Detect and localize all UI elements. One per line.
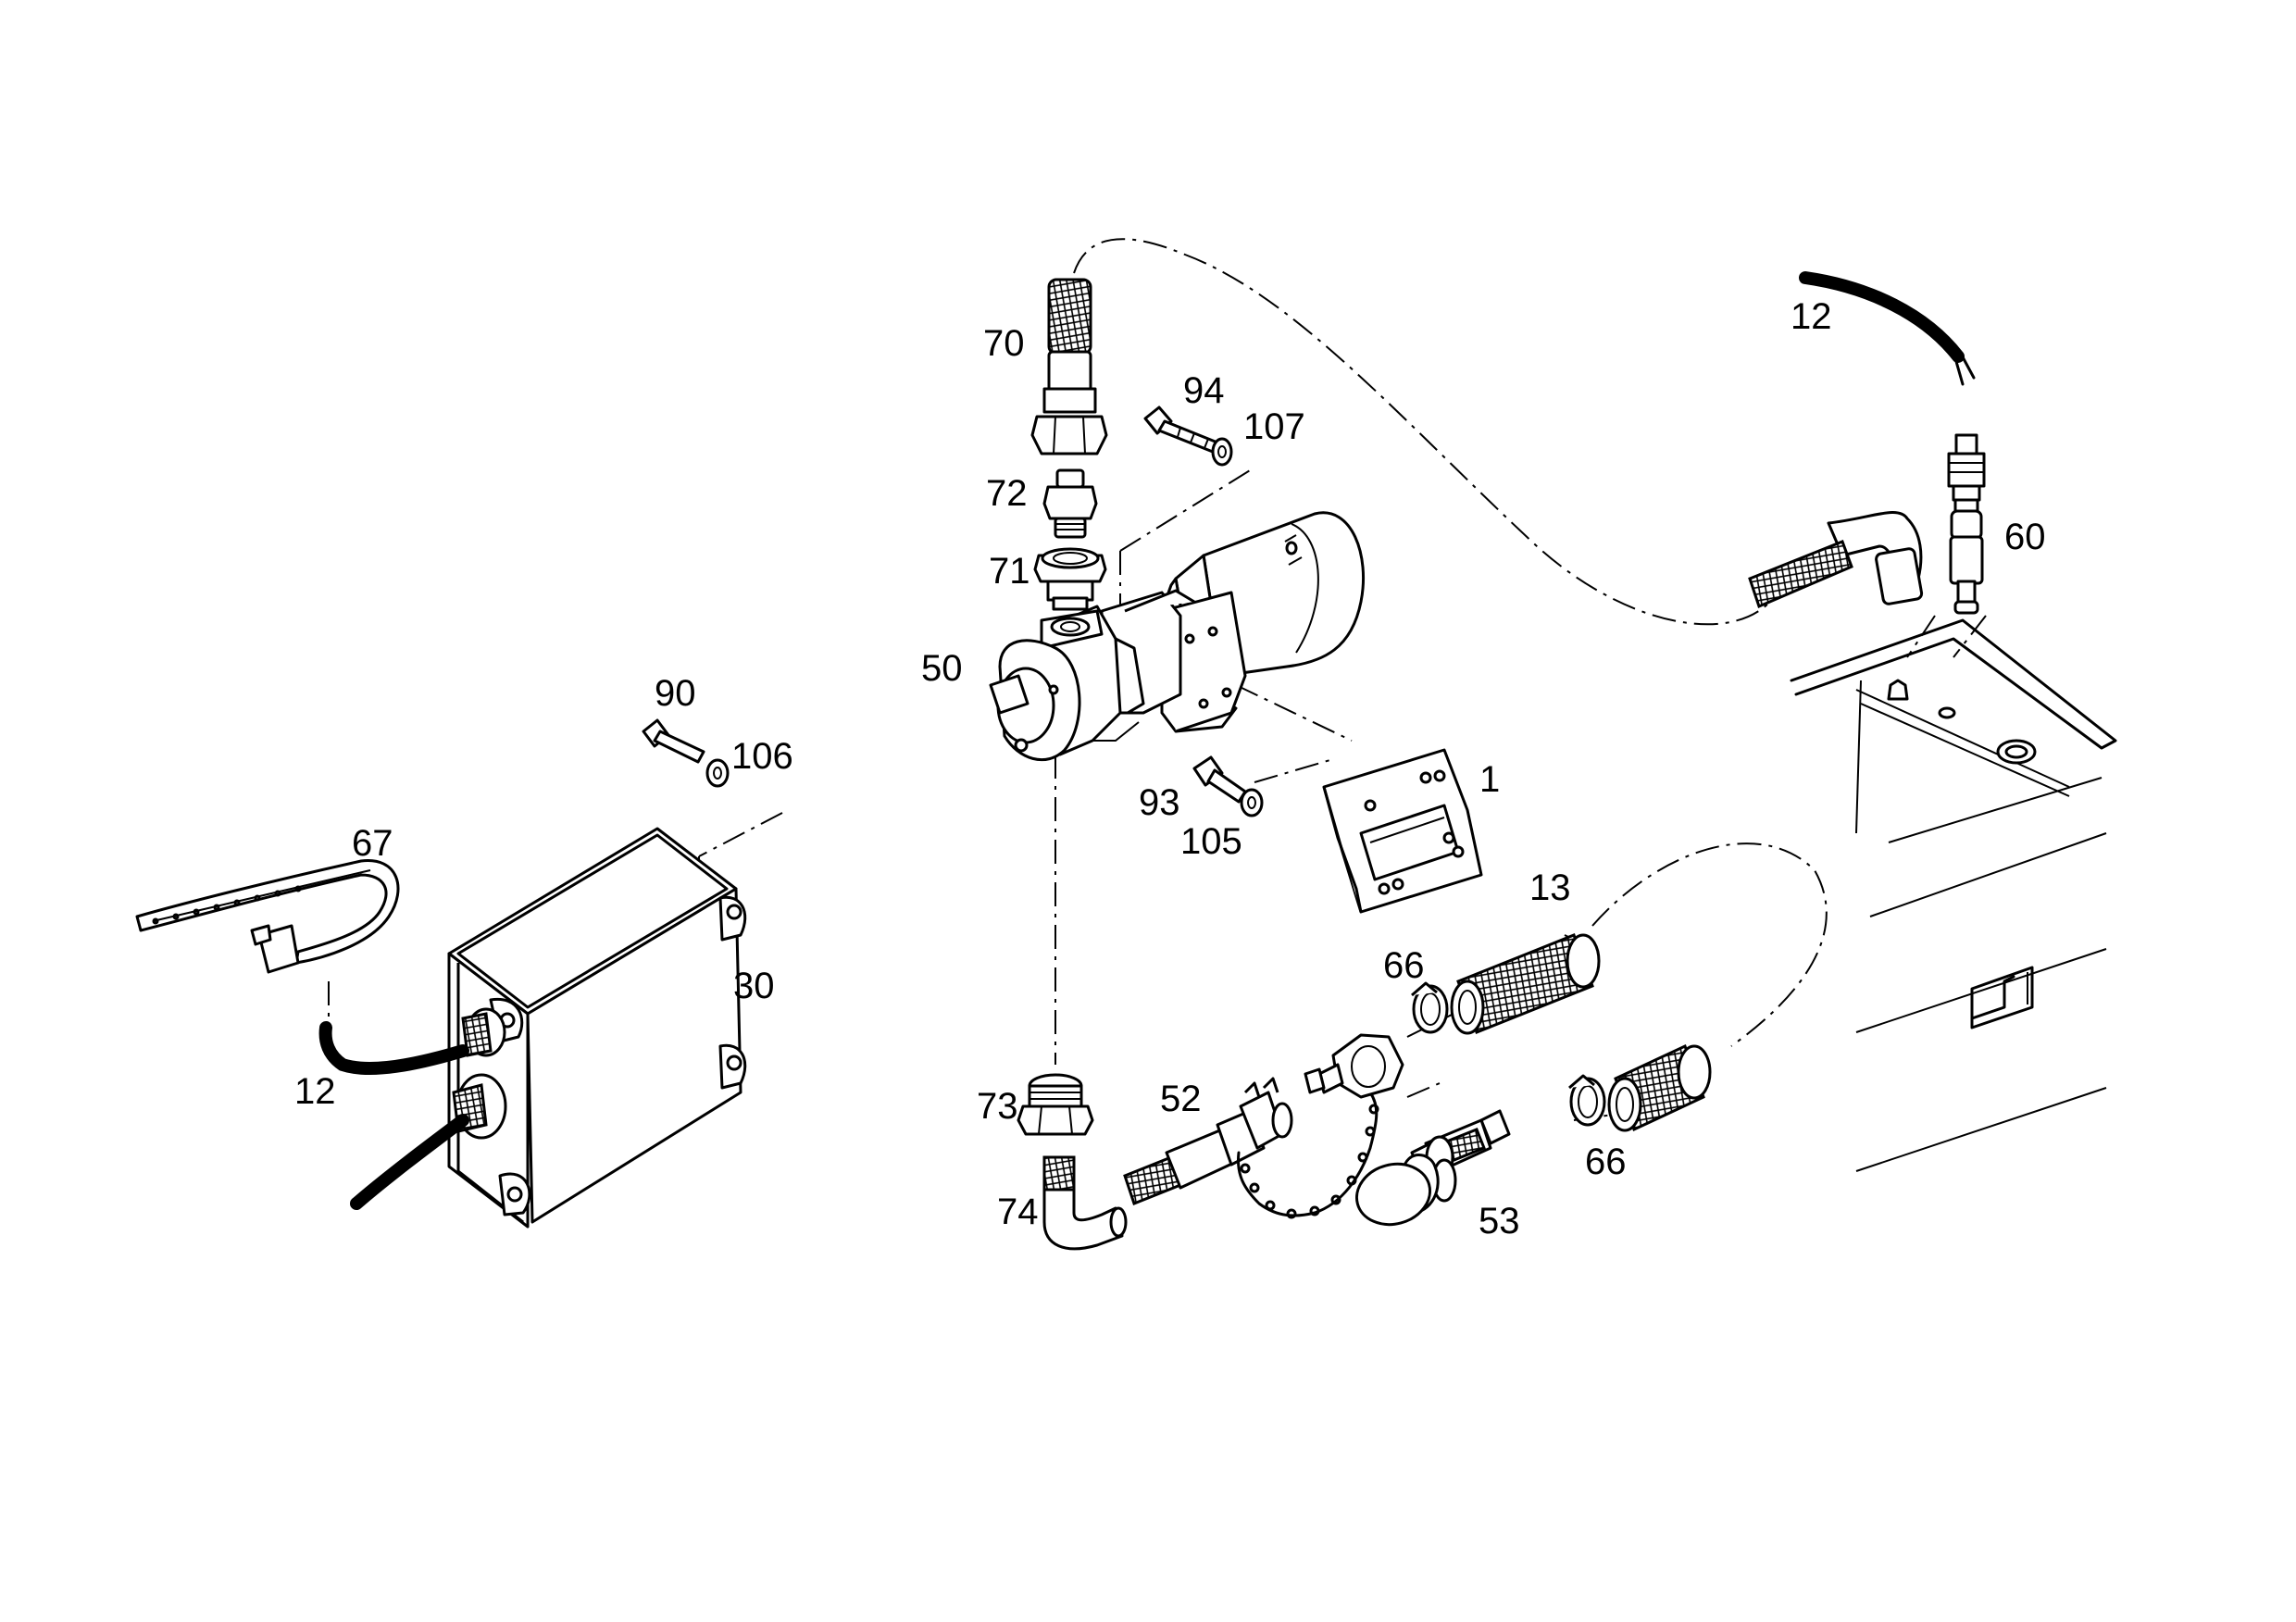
label-60: 60 [2004,517,2046,557]
label-13: 13 [1529,867,1571,908]
label-94: 94 [1183,370,1225,411]
cable-12-top [1799,271,1976,386]
label-106: 106 [731,736,793,777]
part-67-cable-tie [135,859,400,974]
label-105: 105 [1180,821,1242,862]
label-107: 107 [1243,406,1305,447]
part-71-nut [1033,547,1107,611]
part-70-hose [1030,278,1108,455]
part-72-nipple [1042,468,1098,539]
part-107-washer [1211,437,1233,467]
part-60-sensor [1947,433,1986,615]
part-105-washer [1240,788,1264,817]
label-90: 90 [655,673,696,714]
part-73-fitting [1017,1073,1094,1136]
part-106-washer [705,758,730,788]
part-74-elbow [1042,1155,1128,1251]
label-73: 73 [977,1086,1018,1127]
label-66-b: 66 [1585,1142,1627,1182]
part-labels: 1 12 12 13 30 50 52 53 60 66 66 67 70 71… [294,296,2046,1241]
label-53: 53 [1479,1201,1520,1241]
part-13-hose [1450,933,1712,1132]
label-66-a: 66 [1383,945,1425,986]
part-94-bolt [1143,406,1224,455]
label-74: 74 [997,1192,1039,1232]
assembly-lines [328,238,1987,1121]
cable-12-left [318,1021,469,1210]
label-72: 72 [986,473,1028,514]
label-93: 93 [1139,782,1180,823]
label-12-left: 12 [294,1071,336,1112]
part-93-bolt [1192,755,1247,804]
label-70: 70 [983,323,1025,364]
machine-frame [1790,618,2117,1172]
part-53-filter [1354,1109,1511,1227]
label-30: 30 [733,966,775,1006]
label-12-top: 12 [1791,296,1832,337]
label-52: 52 [1160,1079,1202,1119]
label-71: 71 [989,551,1030,592]
part-90-bolt [642,718,705,764]
hose-elbow-right [1748,511,1924,609]
part-50-pump [989,511,1366,762]
label-67: 67 [352,823,393,864]
label-1: 1 [1479,759,1500,800]
part-52-coupling [1123,1077,1379,1219]
label-50: 50 [921,648,963,689]
part-66-clamp-b [1568,1074,1606,1127]
part-1-gasket [1322,748,1483,914]
part-66-clamp-a [1411,981,1449,1034]
part-30-control-box [447,827,747,1229]
coupling-cap [1304,1033,1404,1099]
